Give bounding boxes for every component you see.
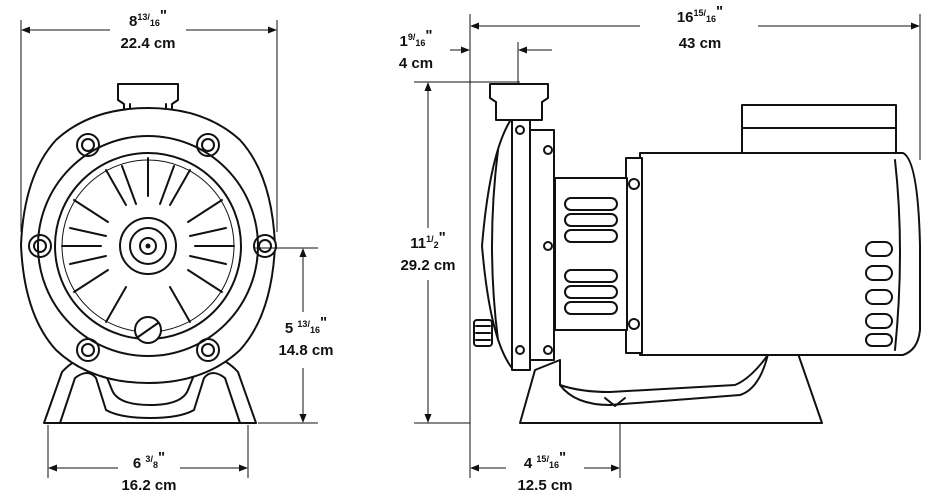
side-length-dimension-line (469, 14, 921, 478)
side-base-metric: 12.5 cm (517, 477, 572, 494)
side-length-metric: 43 cm (679, 35, 722, 52)
front-width-imperial: 813/16" (129, 7, 167, 30)
side-length-imperial: 1615/16" (677, 3, 723, 26)
side-base-dimension-line (470, 423, 621, 478)
side-base-imperial: 4 15/16" (524, 449, 566, 472)
front-axis-metric: 14.8 cm (278, 342, 333, 359)
pump-side-view (473, 83, 921, 424)
pump-front-view (20, 83, 277, 424)
front-width-dimension-line (20, 20, 278, 232)
front-axis-dimension-line (255, 247, 318, 424)
side-outlet-metric: 4 cm (399, 55, 433, 72)
side-height-dimension-line (414, 81, 520, 424)
front-axis-imperial: 5 13/16" (285, 314, 327, 337)
front-width-metric: 22.4 cm (120, 35, 175, 52)
front-base-metric: 16.2 cm (121, 477, 176, 494)
side-outlet-imperial: 19/16" (399, 27, 432, 50)
front-base-dimension-line (47, 425, 249, 478)
side-outlet-dimension-line (450, 42, 552, 84)
side-height-imperial: 111/2" (410, 229, 446, 252)
side-height-metric: 29.2 cm (400, 257, 455, 274)
front-base-imperial: 6 3/8" (133, 449, 165, 472)
